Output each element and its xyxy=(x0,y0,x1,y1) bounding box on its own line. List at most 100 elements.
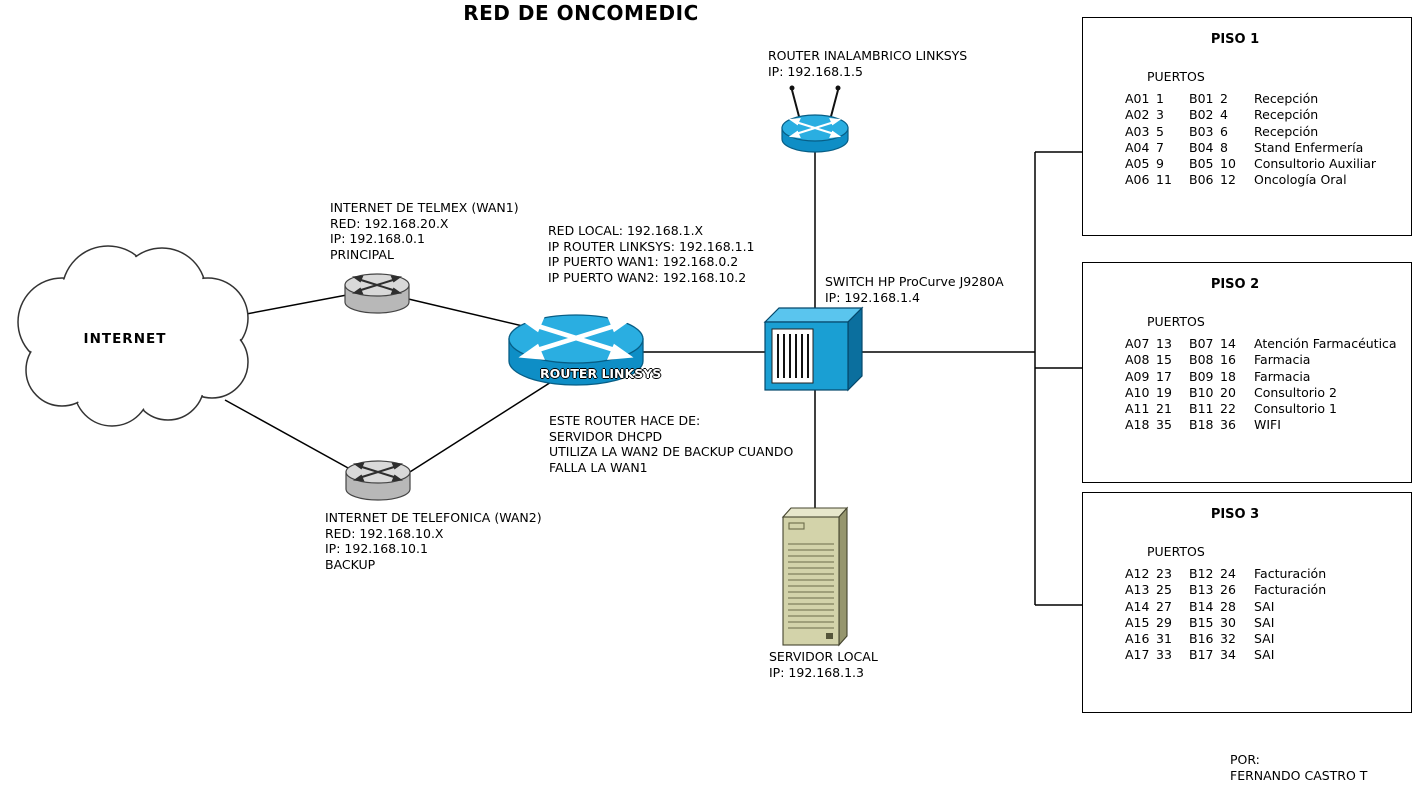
port-cell: SAI xyxy=(1254,598,1275,614)
port-cell: Consultorio 1 xyxy=(1254,401,1337,417)
port-cell: 1 xyxy=(1156,91,1164,106)
text-line: IP: 192.168.1.3 xyxy=(769,664,864,680)
port-cell: B06 xyxy=(1189,172,1214,188)
port-cell: Recepción xyxy=(1254,91,1319,106)
port-cell: A01 xyxy=(1125,91,1150,106)
port-cell: 16 xyxy=(1220,352,1236,368)
port-cell: Farmacia xyxy=(1254,352,1311,368)
port-cell: A15 xyxy=(1125,614,1150,630)
piso-title: PISO 2 xyxy=(1210,277,1260,292)
wan2-note: INTERNET DE TELEFONICA (WAN2)RED: 192.16… xyxy=(325,510,542,572)
port-cell: A16 xyxy=(1125,631,1150,647)
piso-subtitle: PUERTOS xyxy=(1147,69,1205,84)
port-cell: SAI xyxy=(1254,631,1275,647)
piso-subtitle: PUERTOS xyxy=(1147,314,1205,329)
port-cell: Facturación xyxy=(1254,582,1327,598)
port-cell: SAI xyxy=(1254,614,1275,630)
text-line: FALLA LA WAN1 xyxy=(549,459,648,475)
port-cell: A07 xyxy=(1125,336,1150,351)
piso-title: PISO 1 xyxy=(1210,32,1260,47)
text-line: IP ROUTER LINKSYS: 192.168.1.1 xyxy=(548,238,755,254)
port-cell: A14 xyxy=(1125,598,1150,614)
port-cell: 26 xyxy=(1220,582,1236,598)
text-line: ROUTER INALAMBRICO LINKSYS xyxy=(768,48,968,63)
port-cell: 14 xyxy=(1220,336,1236,351)
port-cell: A12 xyxy=(1125,566,1150,581)
port-cell: B03 xyxy=(1189,123,1214,139)
text-line: FERNANDO CASTRO T xyxy=(1230,767,1368,783)
port-cell: Consultorio Auxiliar xyxy=(1254,156,1377,172)
port-cell: A17 xyxy=(1125,647,1150,663)
port-cell: 20 xyxy=(1220,384,1236,400)
port-cell: 8 xyxy=(1220,139,1228,155)
port-cell: A10 xyxy=(1125,384,1150,400)
port-cell: Oncología Oral xyxy=(1254,172,1347,188)
port-cell: 25 xyxy=(1156,582,1172,598)
port-cell: Recepción xyxy=(1254,107,1319,123)
connection-lines xyxy=(224,148,1082,606)
text-line: RED: 192.168.10.X xyxy=(325,525,444,541)
port-cell: 15 xyxy=(1156,352,1172,368)
port-cell: 13 xyxy=(1156,336,1172,351)
port-cell: B13 xyxy=(1189,582,1214,598)
port-cell: B15 xyxy=(1189,614,1214,630)
port-cell: B12 xyxy=(1189,566,1214,581)
text-line: SWITCH HP ProCurve J9280A xyxy=(825,274,1004,289)
text-line: PRINCIPAL xyxy=(330,246,394,262)
port-cell: 23 xyxy=(1156,566,1172,581)
port-cell: B18 xyxy=(1189,417,1214,433)
port-cell: 24 xyxy=(1220,566,1236,581)
port-cell: 31 xyxy=(1156,631,1172,647)
connection-line xyxy=(401,369,571,478)
text-line: SERVIDOR DHCPD xyxy=(549,428,663,444)
port-cell: 35 xyxy=(1156,417,1172,433)
internet-cloud-label: INTERNET xyxy=(83,331,167,347)
wan1-note: INTERNET DE TELMEX (WAN1)RED: 192.168.20… xyxy=(330,200,519,262)
port-cell: B02 xyxy=(1189,107,1214,123)
diagram-title: RED DE ONCOMEDIC xyxy=(463,1,699,25)
text-line: UTILIZA LA WAN2 DE BACKUP CUANDO xyxy=(549,444,794,460)
port-cell: 36 xyxy=(1220,417,1236,433)
port-cell: Facturación xyxy=(1254,566,1327,581)
port-row: A12 23 B12 24 Facturación xyxy=(1125,566,1411,582)
piso-title: PISO 3 xyxy=(1210,507,1260,522)
port-cell: A03 xyxy=(1125,123,1150,139)
port-cell: B01 xyxy=(1189,91,1214,106)
port-cell: A09 xyxy=(1125,368,1150,384)
port-cell: 11 xyxy=(1156,172,1172,188)
port-cell: Recepción xyxy=(1254,123,1319,139)
port-cell: A08 xyxy=(1125,352,1150,368)
connection-line xyxy=(224,290,369,319)
port-cell: A18 xyxy=(1125,417,1150,433)
port-cell: Stand Enfermería xyxy=(1254,139,1364,155)
internet-cloud-icon xyxy=(17,245,249,427)
server-front xyxy=(782,516,840,646)
port-cell: B04 xyxy=(1189,139,1214,155)
port-cell: 5 xyxy=(1156,123,1164,139)
port-cell: 4 xyxy=(1220,107,1228,123)
port-cell: 18 xyxy=(1220,368,1236,384)
port-cell: B05 xyxy=(1189,156,1214,172)
port-cell: 6 xyxy=(1220,123,1228,139)
port-cell: B16 xyxy=(1189,631,1214,647)
wan1-router-icon xyxy=(345,274,409,313)
